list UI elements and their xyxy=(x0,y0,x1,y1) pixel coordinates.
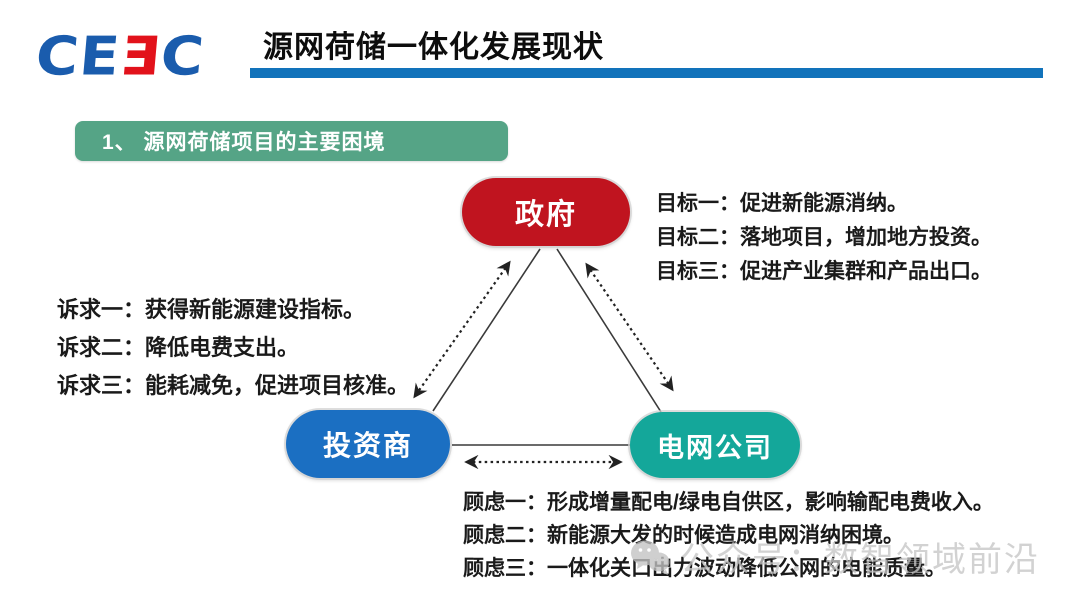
goal-line-1: 目标一：促进新能源消纳。 xyxy=(656,192,908,215)
investor-demands: 诉求一：获得新能源建设指标。 诉求二：降低电费支出。 诉求三：能耗减免，促进项目… xyxy=(57,291,409,405)
ceec-logo: C E Ǝ C xyxy=(33,20,208,92)
section-banner: 1、 源网荷储项目的主要困境 xyxy=(75,121,508,161)
title-underline xyxy=(250,68,1043,78)
node-investor: 投资商 xyxy=(286,410,450,478)
grid-company-concerns: 顾虑一：形成增量配电/绿电自供区，影响输配电费收入。 顾虑二：新能源大发的时候造… xyxy=(463,486,994,585)
concern-line-2: 顾虑二：新能源大发的时候造成电网消纳困境。 xyxy=(463,524,904,547)
demand-line-1: 诉求一：获得新能源建设指标。 xyxy=(57,297,366,322)
logo-letter-2: E xyxy=(76,24,123,88)
node-grid-company: 电网公司 xyxy=(630,412,800,478)
demand-line-2: 诉求二：降低电费支出。 xyxy=(57,335,300,360)
government-goals: 目标一：促进新能源消纳。 目标二：落地项目，增加地方投资。 目标三：促进产业集群… xyxy=(656,187,992,289)
node-investor-label: 投资商 xyxy=(322,430,413,461)
edge-gov-investor-dotted-arrow xyxy=(413,260,511,399)
goal-line-2: 目标二：落地项目，增加地方投资。 xyxy=(656,226,992,249)
goal-line-3: 目标三：促进产业集群和产品出口。 xyxy=(656,260,992,283)
logo-letter-4: C xyxy=(158,24,208,88)
logo-letter-3: Ǝ xyxy=(117,24,164,88)
node-government-label: 政府 xyxy=(514,199,577,231)
section-banner-label: 1、 源网荷储项目的主要困境 xyxy=(102,131,386,154)
logo-letter-1: C xyxy=(33,24,83,88)
node-grid-company-label: 电网公司 xyxy=(657,432,773,463)
demand-line-3: 诉求三：能耗减免，促进项目核准。 xyxy=(57,373,410,398)
concern-line-3: 顾虑三：一体化关口出力波动降低公网的电能质量。 xyxy=(463,557,946,580)
page-title: 源网荷储一体化发展现状 xyxy=(263,31,604,64)
concern-line-1: 顾虑一：形成增量配电/绿电自供区，影响输配电费收入。 xyxy=(463,491,994,514)
edge-gov-investor-solid xyxy=(432,248,541,412)
node-government: 政府 xyxy=(462,178,630,246)
edge-gov-grid-solid xyxy=(556,248,662,413)
